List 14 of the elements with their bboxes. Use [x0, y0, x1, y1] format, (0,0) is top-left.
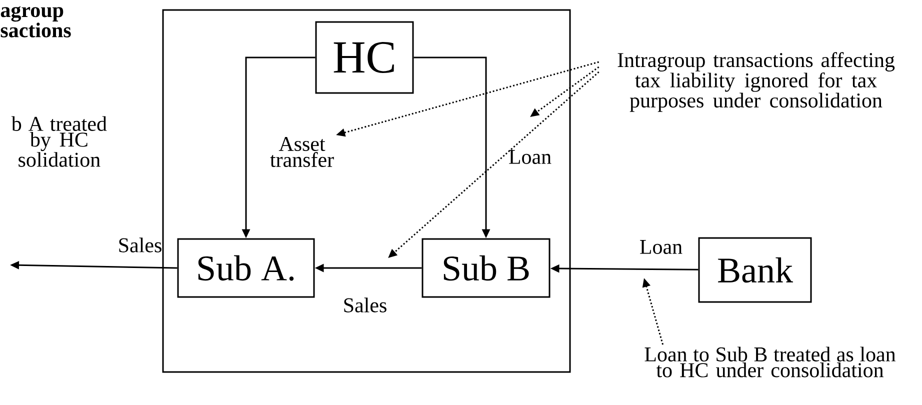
note-text: Intragroup transactions affecting tax liability ignored for tax purposes under consolidation [618, 52, 895, 112]
edge-label: Sales [119, 238, 162, 252]
company-box: HC [315, 21, 414, 94]
heading-text: agroup sactions [0, 6, 71, 38]
note-text: b A treated by HC solidation [11, 116, 107, 167]
company-box: Sub B [422, 238, 550, 298]
edge-label: Loan [509, 150, 552, 164]
edge-label: Asset transfer [270, 136, 334, 168]
group-box [162, 9, 571, 373]
company-box: Sub A. [177, 238, 315, 298]
edge-label: Sales [344, 298, 386, 312]
bank-box: Bank [698, 237, 812, 303]
edge-label: Loan [640, 240, 682, 254]
note-text: Loan to Sub B treated as loan to HC under consolidation [644, 346, 896, 378]
